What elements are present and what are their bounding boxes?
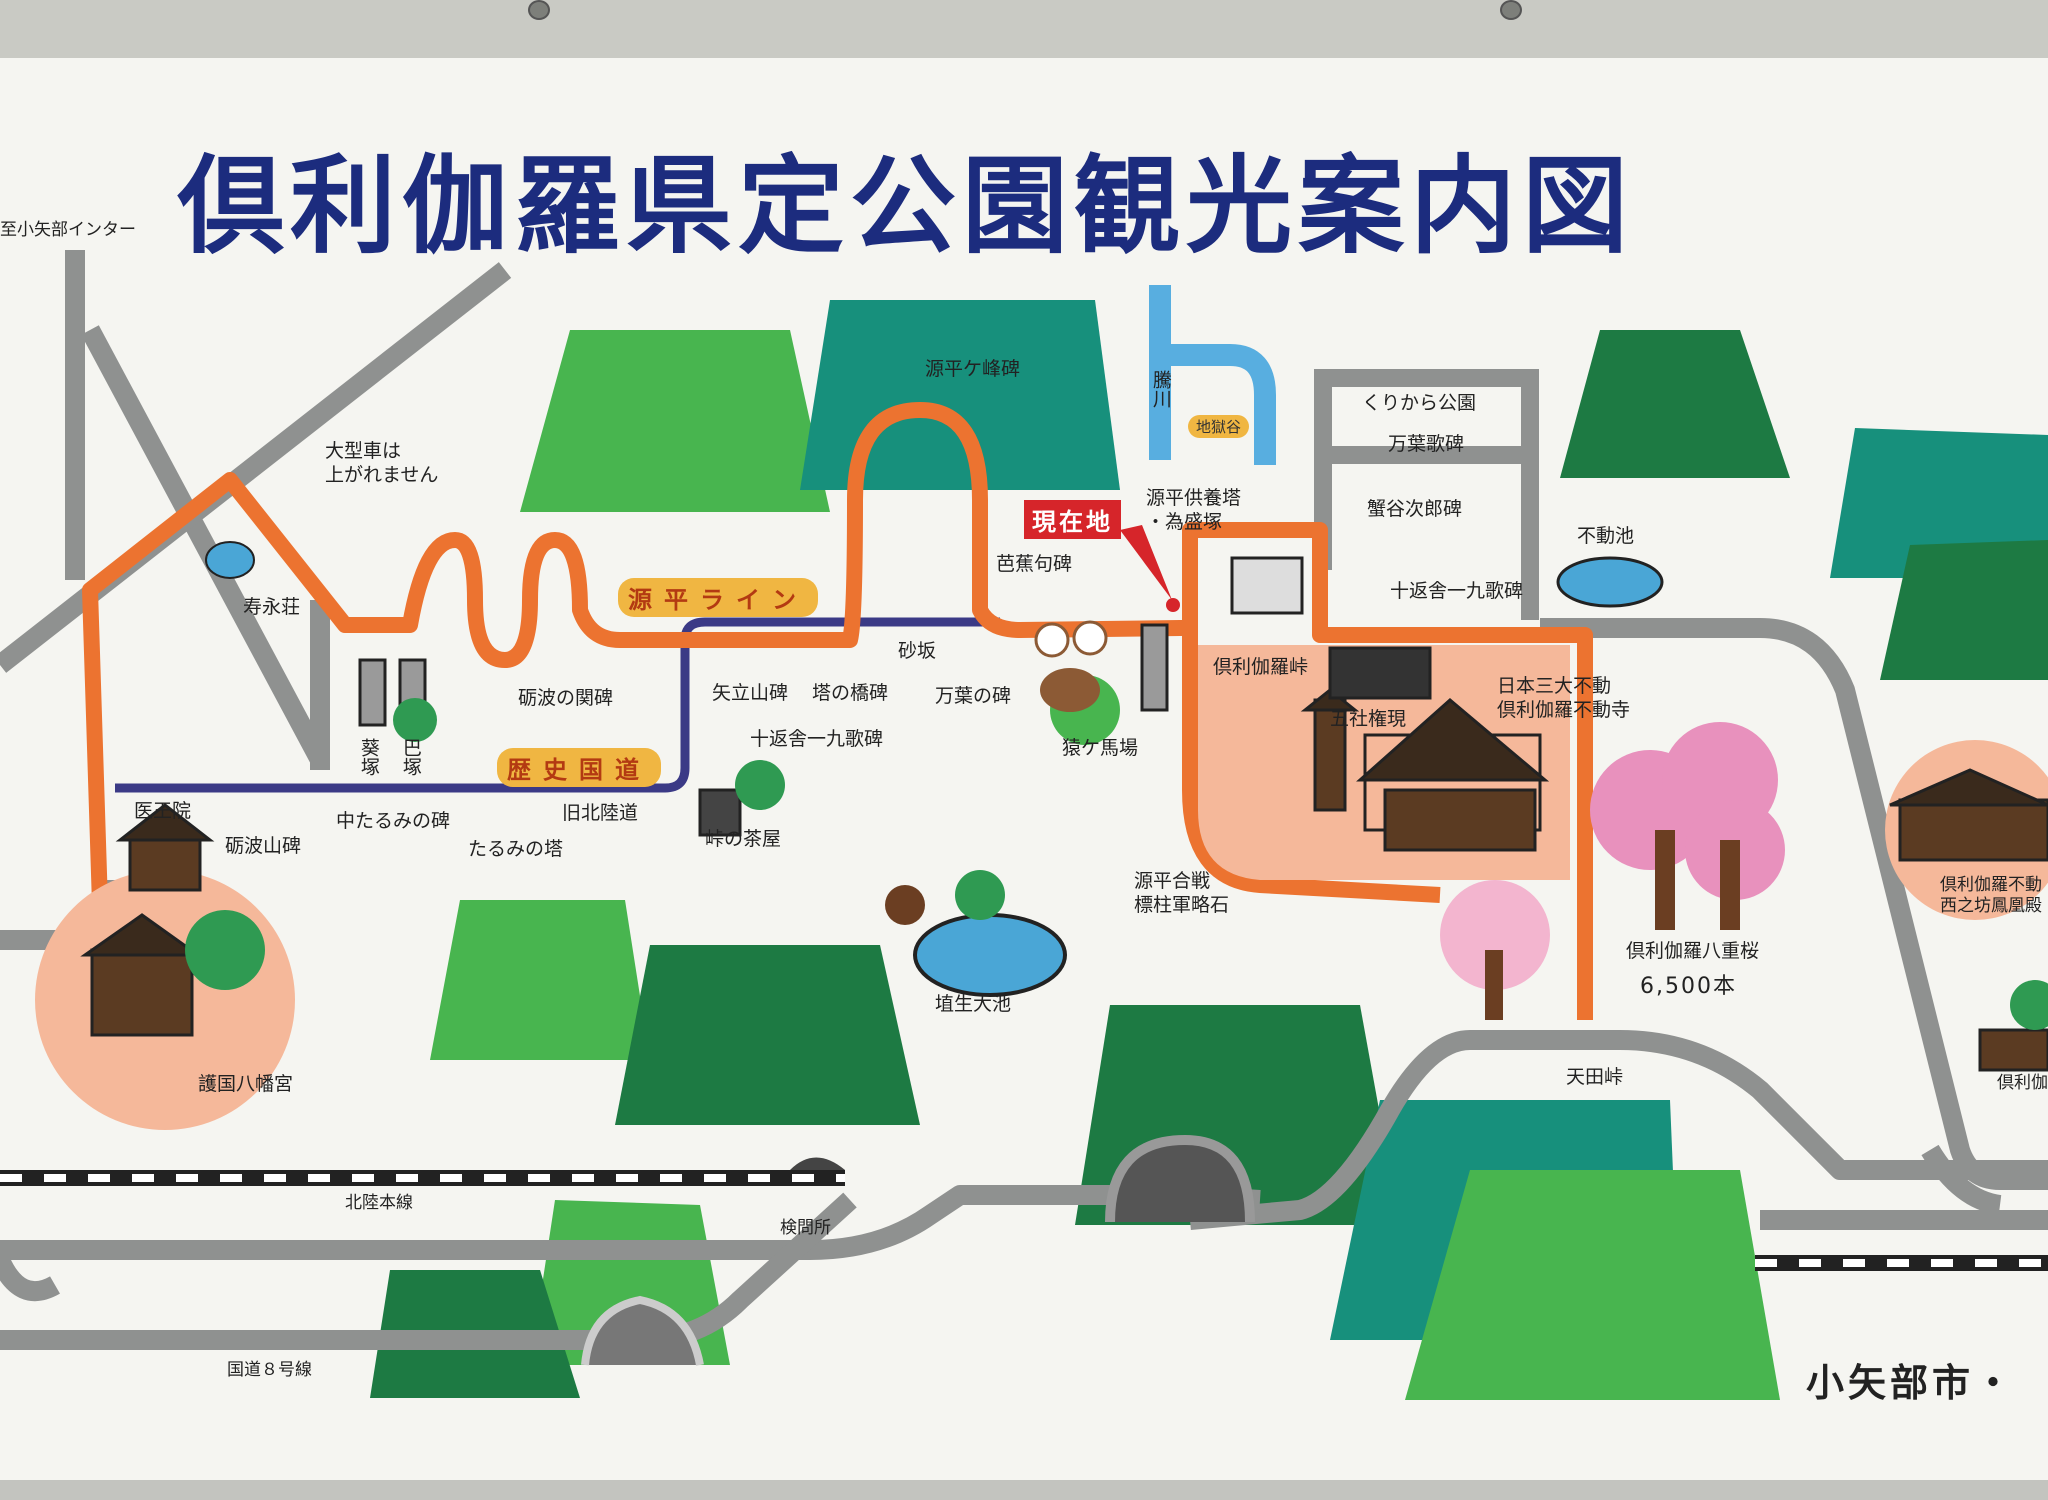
jueisou-label: 寿永荘	[243, 596, 301, 618]
tunnel-icon	[1105, 1134, 1255, 1223]
sign-bottom-edge	[0, 1480, 2048, 1500]
gokoku-hachiman-label: 護国八幡宮	[198, 1073, 294, 1095]
bashou-label: 芭蕉句碑	[996, 553, 1073, 575]
river	[1149, 285, 1276, 465]
mountain-shape	[615, 945, 920, 1125]
sign-frame	[0, 0, 2048, 58]
genpei-gamine-label: 源平ケ峰碑	[925, 358, 1021, 380]
wachi-jirou-label: 蟹谷次郎碑	[1367, 498, 1463, 520]
genpei-line-badge: 源平ライン	[618, 578, 818, 617]
manyou-label: 万葉の碑	[935, 685, 1012, 707]
mountain-shape	[1405, 1170, 1780, 1400]
road	[81, 325, 329, 765]
sunazaka-label: 砂坂	[898, 640, 937, 662]
yae-zakura-label: 倶利伽羅八重桜	[1626, 940, 1760, 962]
deer-icon	[1034, 620, 1108, 712]
jippensha-2-label: 十返舎一九歌碑	[1390, 580, 1524, 602]
genpei-line	[82, 402, 1441, 906]
road	[0, 1255, 60, 1302]
yatateyama-label: 矢立山碑	[712, 682, 789, 704]
bolt-icon	[528, 0, 550, 20]
bolt-icon	[1500, 0, 1522, 20]
inspection-label: 検問所	[780, 1218, 831, 1238]
kurikara-edge-label: 倶利伽	[1997, 1073, 2048, 1093]
mountain-shape	[520, 330, 830, 512]
hokuriku-line-label: 北陸本線	[345, 1193, 413, 1213]
mountain-shape	[1560, 330, 1790, 478]
hanyuu-pond	[913, 913, 1067, 997]
onsen-pool	[205, 541, 255, 579]
mountains	[370, 300, 2048, 1400]
to-oyabe-ic-label: 至小矢部インター	[0, 220, 136, 240]
tomoe-duka-label: 巴塚	[399, 738, 422, 776]
genpei-kassen-label: 源平合戦 標柱軍略石	[1134, 870, 1230, 916]
sakura-count: 6,500本	[1640, 974, 1737, 999]
route8-label: 国道８号線	[227, 1360, 312, 1380]
mountain-shape	[430, 900, 650, 1060]
nakatarumi-label: 中たるみの碑	[336, 810, 451, 832]
current-location-pointer	[1120, 525, 1172, 600]
tonami-seki-label: 砺波の関碑	[518, 687, 614, 709]
old-road	[115, 617, 1000, 793]
mountain-shape	[1880, 540, 2048, 680]
tenden-touge-label: 天田峠	[1566, 1066, 1624, 1088]
tounohashi-label: 塔の橋碑	[812, 682, 889, 704]
jippensha-1-label: 十返舎一九歌碑	[750, 728, 884, 750]
road	[0, 1185, 1180, 1260]
mountain-shape	[1830, 428, 2048, 578]
buildings	[80, 556, 2048, 1072]
saru-ga-baba-label: 猿ケ馬場	[1062, 737, 1139, 759]
jigokudani-badge: 地獄谷	[1188, 415, 1250, 438]
large-vehicle-label: 大型車は 上がれません	[325, 440, 439, 486]
current-location-label: 現在地	[1024, 500, 1121, 539]
tonamiyama-label: 砺波山碑	[225, 835, 302, 857]
goshagongen-label: 五社権現	[1330, 708, 1407, 730]
footer-city-label: 小矢部市・	[1806, 1361, 2017, 1405]
kurikara-touge-label: 倶利伽羅峠	[1213, 656, 1309, 678]
touge-chaya-label: 峠の茶屋	[705, 828, 782, 850]
tunnel-icon	[581, 1295, 704, 1366]
nihon-sandai-label: 日本三大不動 倶利伽羅不動寺	[1497, 675, 1631, 721]
fudouike-label: 不動池	[1577, 525, 1635, 547]
mountain-shape	[800, 300, 1120, 490]
river-label: 騰川	[1149, 370, 1172, 408]
sakura-trees	[1440, 722, 1785, 1020]
road	[1921, 1144, 2002, 1215]
iouin-label: 医王院	[134, 800, 192, 822]
manyou-kahi-label: 万葉歌碑	[1388, 433, 1465, 455]
aoi-duka-label: 葵塚	[357, 738, 380, 776]
fudou-pond	[1556, 556, 1664, 608]
kurikara-right-label: 倶利伽羅不動 西之坊鳳凰殿	[1940, 875, 2042, 917]
genpei-line	[1182, 522, 1593, 1020]
current-location-dot	[1166, 598, 1180, 612]
page-title: 倶利伽羅県定公園観光案内図	[178, 145, 1634, 268]
hanyuu-ooike-label: 埴生大池	[935, 993, 1012, 1015]
kyu-hokurikudo-label: 旧北陸道	[562, 802, 639, 824]
kurikara-park-label: くりから公園	[1362, 392, 1477, 414]
railway	[0, 1157, 2048, 1271]
tarumi-tou-label: たるみの塔	[468, 838, 564, 860]
road	[1189, 1030, 2048, 1230]
genpei-kuyoutou-label: 源平供養塔 ・為盛塚	[1146, 487, 1242, 533]
rekishi-kokudo-badge: 歴史国道	[497, 748, 661, 787]
